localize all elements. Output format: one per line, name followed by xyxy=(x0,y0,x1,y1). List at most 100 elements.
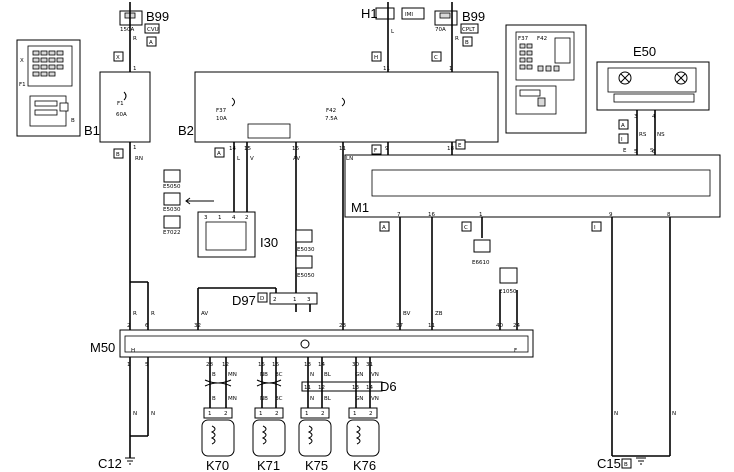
label-k75: K75 xyxy=(305,458,328,472)
wire-code: N xyxy=(614,411,618,417)
wire-code: VN xyxy=(371,396,379,402)
wire-code: BC xyxy=(275,372,283,378)
wire-code: R xyxy=(151,311,155,317)
pin: 14 xyxy=(318,362,325,368)
label-h1: H1 xyxy=(361,6,378,21)
c15-box-label: B xyxy=(624,462,628,468)
m1-component xyxy=(344,154,721,218)
label-d6: D6 xyxy=(380,379,397,394)
pin: 9 xyxy=(385,146,389,152)
tag-a-b2: A xyxy=(217,151,221,157)
b99-left-fuse: 150A xyxy=(120,27,134,33)
b1-inset-fuse: F1 xyxy=(19,82,26,88)
tag-i: I xyxy=(621,137,623,143)
pin: 16 xyxy=(292,146,299,152)
sensor-k76 xyxy=(346,407,380,457)
pin: 18 xyxy=(447,146,454,152)
pin: 1 xyxy=(305,411,309,417)
wire-code: BV xyxy=(403,311,411,317)
pin: 37 xyxy=(396,323,403,329)
ground-c12-icon xyxy=(125,457,135,465)
pin: 16 xyxy=(272,362,279,368)
wire-code: NS xyxy=(657,132,665,138)
label-c12: C12 xyxy=(98,456,122,471)
pin: 13 xyxy=(352,385,359,391)
wire-code: ZB xyxy=(435,311,443,317)
f37-name: F37 xyxy=(216,108,227,114)
label-k76: K76 xyxy=(353,458,376,472)
pin: 14 xyxy=(366,385,373,391)
tag-c-m1: C xyxy=(464,225,468,231)
tag-f: F xyxy=(374,148,377,154)
e50-s: S xyxy=(650,148,654,154)
d6-component xyxy=(301,381,383,392)
wire-code: BC xyxy=(275,396,283,402)
label-k70: K70 xyxy=(206,458,229,472)
e6610: E6610 xyxy=(472,260,490,266)
tag-i-m1: I xyxy=(594,225,596,231)
pin: 23 xyxy=(339,323,346,329)
pin: 8 xyxy=(667,212,671,218)
fusebox-inset: F37 F42 xyxy=(505,24,587,134)
pin: 30 xyxy=(352,362,359,368)
tag-h-m50: H xyxy=(131,348,135,354)
inset-f37: F37 xyxy=(518,36,529,42)
wire-code: N xyxy=(672,411,676,417)
tag-f-m50: F xyxy=(514,348,517,354)
pin: 1 xyxy=(208,411,212,417)
pin: 32 xyxy=(194,323,201,329)
wire-code: BL xyxy=(324,372,332,378)
tag-b: B xyxy=(116,152,120,158)
b1-inset-x: X xyxy=(20,58,24,64)
pin: 31 xyxy=(366,362,373,368)
wire-code: B xyxy=(212,396,216,402)
b2-component: F37 10A F42 7.5A xyxy=(194,71,499,143)
inset-f42: F42 xyxy=(537,36,547,42)
pin: 12 xyxy=(318,385,325,391)
wire-code: R xyxy=(133,311,137,317)
ground-c15-icon xyxy=(636,457,646,465)
label-i30: I30 xyxy=(260,235,278,250)
pin: 40 xyxy=(496,323,503,329)
wiring xyxy=(129,2,671,458)
b99-left-code: CVU xyxy=(147,27,159,33)
pin: 16 xyxy=(428,212,435,218)
wire-code: B xyxy=(212,372,216,378)
wire-code: NB xyxy=(260,372,268,378)
pin: 1 xyxy=(449,66,453,72)
wire-code: LN xyxy=(346,156,353,162)
i30-component xyxy=(197,211,256,258)
b1-fuse-rating: 60A xyxy=(116,112,127,118)
b1-fuse-name: F1 xyxy=(117,101,124,107)
pin: 11 xyxy=(339,146,346,152)
tag-c: C xyxy=(434,55,438,61)
b99-right-code: CPLT xyxy=(462,27,475,33)
h1-symbol: IMI xyxy=(375,7,425,20)
wire-code: N xyxy=(310,396,314,402)
pin: 24 xyxy=(513,323,520,329)
e1050: E1050 xyxy=(499,289,517,295)
pin: 3 xyxy=(204,215,208,221)
pin: 3 xyxy=(307,297,311,303)
b1-component: F1 60A xyxy=(99,71,151,143)
e5050-mid: E5050 xyxy=(297,273,315,279)
label-m1: M1 xyxy=(351,200,369,215)
tag-h: H xyxy=(374,55,378,61)
pin: 5 xyxy=(145,362,149,368)
e50-e: E xyxy=(623,148,627,154)
pin: 15 xyxy=(258,362,265,368)
pin: 2 xyxy=(321,411,325,417)
pin: 14 xyxy=(229,146,236,152)
pin: 2 xyxy=(127,323,131,329)
label-d97: D97 xyxy=(232,293,256,308)
pin: 6 xyxy=(145,323,149,329)
pin: 1 xyxy=(293,297,297,303)
pin: 1 xyxy=(133,145,137,151)
wire-code: N xyxy=(310,372,314,378)
wire-code: MN xyxy=(228,396,237,402)
pin: 2 xyxy=(273,297,277,303)
tag-a-e50: A xyxy=(621,123,625,129)
b1-inset-b: B xyxy=(71,118,75,124)
label-b2: B2 xyxy=(178,123,194,138)
